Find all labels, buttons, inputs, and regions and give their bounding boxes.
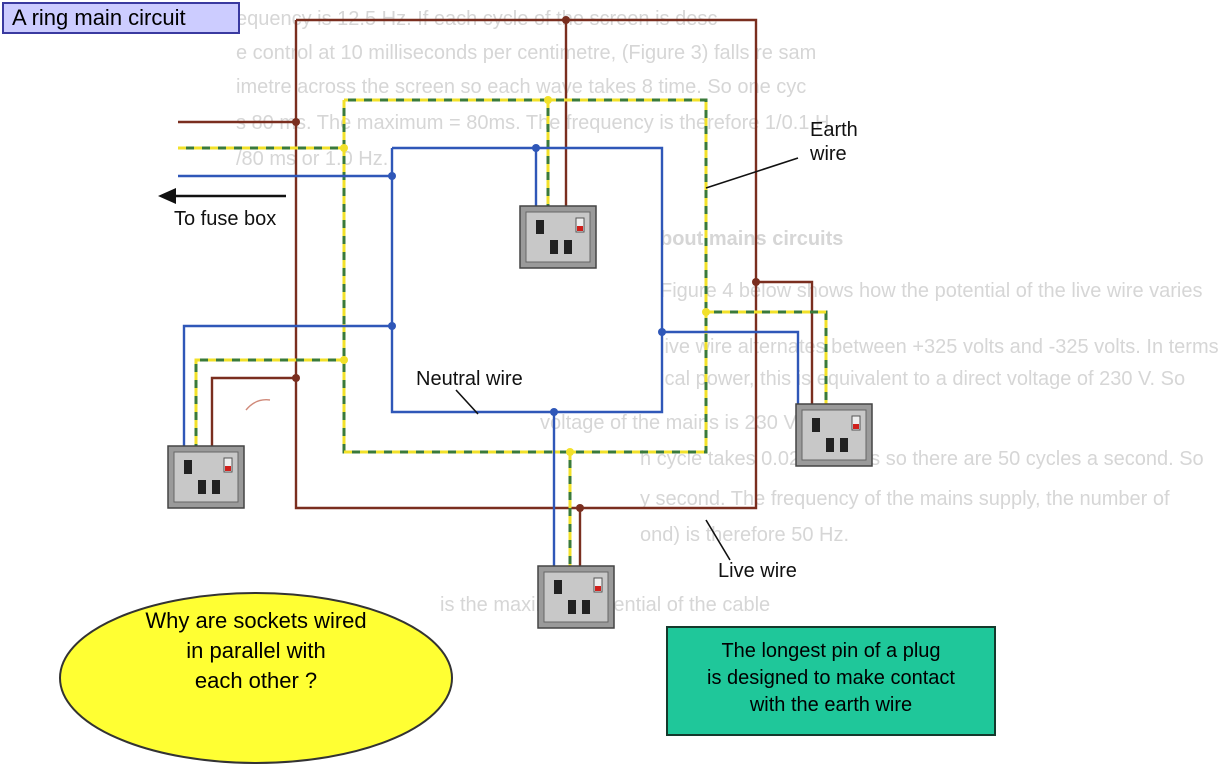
socket-switch bbox=[223, 457, 233, 473]
live-wire-ring bbox=[294, 18, 758, 510]
live-branch-right-socket bbox=[756, 280, 814, 420]
socket-pin-hole bbox=[568, 600, 576, 614]
question-line: in parallel with bbox=[186, 638, 326, 663]
earth-junction-dot bbox=[340, 356, 348, 364]
neutral-junction-dot bbox=[388, 322, 396, 330]
earth-junction-dot bbox=[340, 144, 348, 152]
earth-junction-dot bbox=[544, 96, 552, 104]
background-text-line: /80 ms or 1.0 Hz. bbox=[236, 148, 389, 170]
neutral-junction-dot bbox=[532, 144, 540, 152]
socket-pin-hole bbox=[198, 480, 206, 494]
socket-pin-hole bbox=[554, 580, 562, 594]
question-text: Why are sockets wired in parallel with e… bbox=[57, 606, 455, 696]
earth-wire-yellow bbox=[178, 98, 828, 582]
earth-wire-label-line: wire bbox=[810, 143, 847, 165]
earth-label-leader bbox=[705, 157, 799, 189]
socket-switch bbox=[593, 577, 603, 593]
neutral-junction-dot bbox=[388, 172, 396, 180]
socket-pin-hole bbox=[564, 240, 572, 254]
neutral-wire-label: Neutral wire bbox=[416, 368, 523, 390]
live-junction-dot bbox=[576, 504, 584, 512]
earth-wire-green bbox=[178, 98, 828, 582]
socket-pin-hole bbox=[812, 418, 820, 432]
socket-outlet bbox=[537, 565, 615, 629]
live-junction-dot bbox=[752, 278, 760, 286]
sockets bbox=[167, 205, 873, 629]
live-branch-left-socket bbox=[210, 376, 296, 466]
live-junction-dot bbox=[292, 374, 300, 382]
background-text-line: ond) is therefore 50 Hz. bbox=[640, 524, 849, 546]
socket-indicator bbox=[225, 466, 231, 471]
slide-title: A ring main circuit bbox=[2, 2, 240, 34]
live-label-leader bbox=[705, 519, 731, 561]
background-text-line: y second. The frequency of the mains sup… bbox=[640, 488, 1170, 510]
socket-indicator bbox=[853, 424, 859, 429]
note-line: with the earth wire bbox=[749, 694, 913, 716]
question-bubble: Why are sockets wired in parallel with e… bbox=[57, 590, 455, 766]
earth-wire-label-line: Earth bbox=[810, 119, 858, 141]
background-text-line: e control at 10 milliseconds per centime… bbox=[236, 42, 817, 64]
live-wire bbox=[178, 18, 814, 582]
earth-junction-dot bbox=[702, 308, 710, 316]
background-text-line: imetre across the screen so each wave ta… bbox=[236, 76, 807, 98]
socket-indicator bbox=[595, 586, 601, 591]
question-ellipse bbox=[59, 592, 453, 764]
background-text-line: ical power, this is equivalent to a dire… bbox=[660, 368, 1186, 390]
note-box: The longest pin of a plug is designed to… bbox=[666, 626, 996, 736]
socket-pin-hole bbox=[184, 460, 192, 474]
neutral-branch-left-socket bbox=[182, 324, 392, 466]
neutral-junction-dot bbox=[550, 408, 558, 416]
live-wire-label: Live wire bbox=[718, 560, 797, 582]
socket-switch bbox=[575, 217, 585, 233]
ring-main-diagram bbox=[158, 16, 873, 629]
background-text-line: live wire alternates between +325 volts … bbox=[660, 336, 1219, 358]
socket-indicator bbox=[577, 226, 583, 231]
earth-wire-label: Earth wire bbox=[810, 118, 858, 166]
live-junction-dot bbox=[292, 118, 300, 126]
socket-pin-hole bbox=[582, 600, 590, 614]
neutral-branch-right-socket bbox=[662, 330, 800, 420]
earth-wire bbox=[178, 98, 828, 582]
socket-switch bbox=[851, 415, 861, 431]
note-line: The longest pin of a plug bbox=[721, 640, 941, 662]
to-fuse-box-label: To fuse box bbox=[174, 208, 277, 230]
pen-mark bbox=[245, 399, 271, 411]
neutral-label-leader bbox=[455, 389, 479, 415]
junction-dots bbox=[292, 16, 760, 512]
socket-outlet bbox=[519, 205, 597, 269]
earth-junction-dot bbox=[566, 448, 574, 456]
fuse-box-arrow-icon bbox=[158, 188, 286, 204]
socket-outlet bbox=[795, 403, 873, 467]
socket-pin-hole bbox=[212, 480, 220, 494]
question-line: Why are sockets wired bbox=[145, 608, 367, 633]
socket-pin-hole bbox=[550, 240, 558, 254]
socket-pin-hole bbox=[826, 438, 834, 452]
background-text-line: Figure 4 below shows how the potential o… bbox=[660, 280, 1203, 302]
socket-pin-hole bbox=[536, 220, 544, 234]
background-text-line: h cycle takes 0.02 seconds so there are … bbox=[640, 448, 1204, 470]
socket-pin-hole bbox=[840, 438, 848, 452]
note-line: is designed to make contact bbox=[707, 667, 955, 689]
background-text-line: s 80 ms. The maximum = 80ms. The frequen… bbox=[236, 112, 830, 134]
question-line: each other ? bbox=[194, 668, 318, 693]
socket-outlet bbox=[167, 445, 245, 509]
neutral-junction-dot bbox=[658, 328, 666, 336]
background-text-line: voltage of the mains is 230 V. bbox=[540, 412, 801, 434]
live-junction-dot bbox=[562, 16, 570, 24]
